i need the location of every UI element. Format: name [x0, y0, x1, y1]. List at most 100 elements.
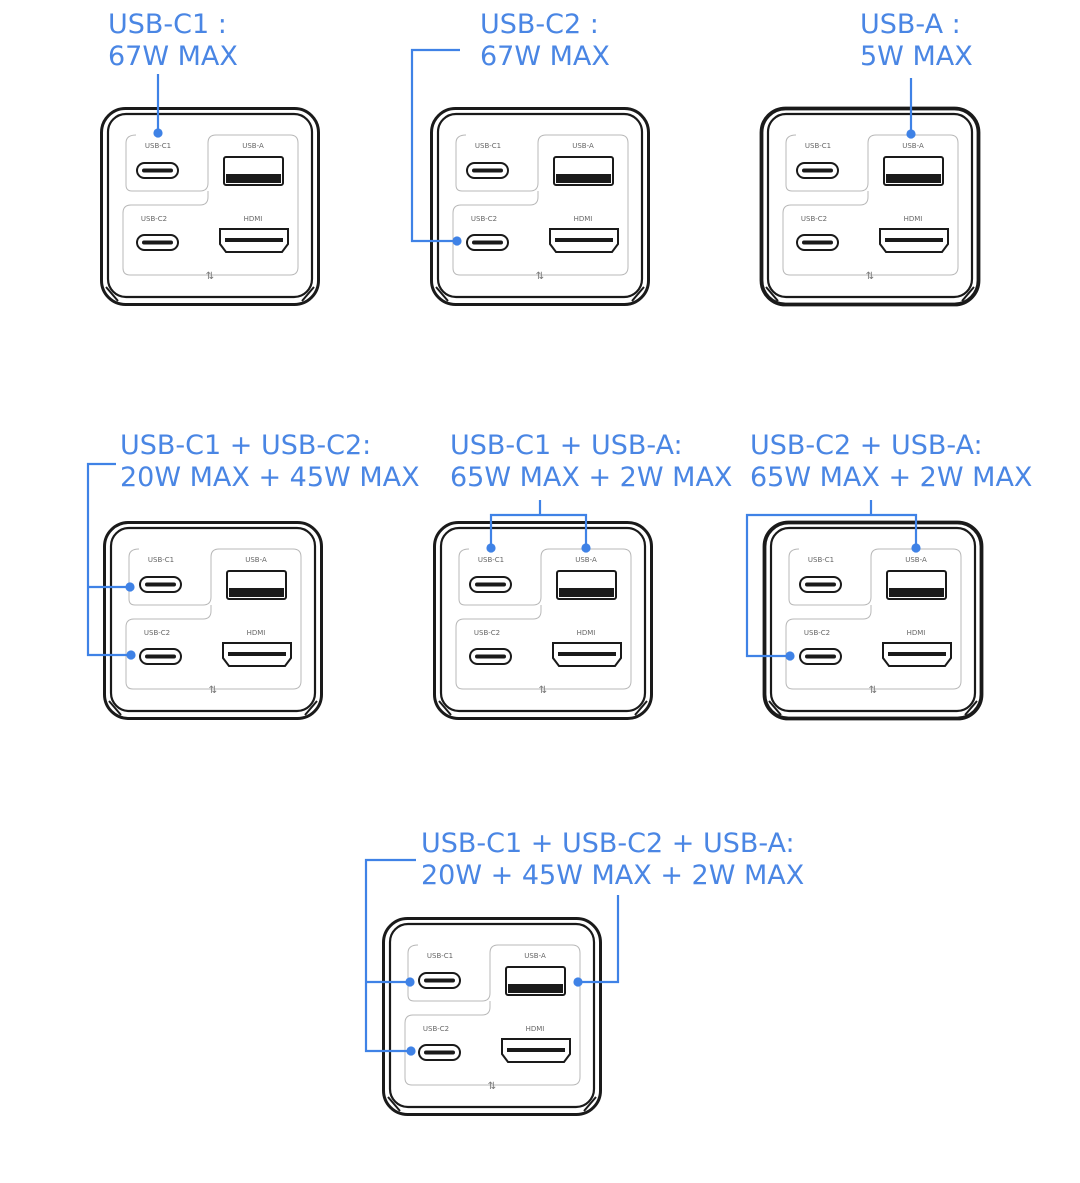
- leader-dot: [406, 1046, 416, 1056]
- hdmi-label: HDMI: [577, 629, 596, 637]
- config-title-line: USB-C2 :: [480, 9, 599, 40]
- config-title-line: USB-A :: [860, 9, 961, 40]
- leader-dot: [906, 129, 916, 139]
- port-panel-outline: [452, 134, 629, 276]
- charger-foot-right: [631, 286, 645, 302]
- usb-c2-label: USB-C2: [144, 629, 170, 637]
- charger-foot-right: [961, 286, 975, 302]
- config-title-line: 5W MAX: [860, 41, 973, 72]
- leader-dot: [785, 651, 795, 661]
- leader-line: [745, 513, 918, 658]
- config-title: USB-C1 + USB-C2:20W MAX + 45W MAX: [120, 430, 420, 493]
- usb-c2-port-tongue: [472, 240, 503, 245]
- leader-dot: [911, 543, 921, 553]
- usb-a-label: USB-A: [572, 142, 594, 150]
- usb-c1-port-tongue: [805, 582, 836, 587]
- charger-foot-right: [304, 700, 318, 716]
- usb-c2-label: USB-C2: [423, 1025, 449, 1033]
- usb-c2-label: USB-C2: [804, 629, 830, 637]
- usb-c2-label: USB-C2: [474, 629, 500, 637]
- config-title: USB-C2 + USB-A:65W MAX + 2W MAX: [750, 430, 1032, 493]
- swap-icon: ⇅: [536, 271, 544, 282]
- leader-line: [86, 462, 131, 657]
- usb-c1-label: USB-C1: [427, 952, 453, 960]
- swap-icon: ⇅: [488, 1081, 496, 1092]
- charger-foot-left: [765, 286, 779, 302]
- usb-c2-port-tongue: [475, 654, 506, 659]
- charger-rim: [439, 526, 647, 713]
- usb-c1-port-tongue: [142, 168, 173, 173]
- usb-c1-port-tongue: [424, 978, 455, 983]
- hdmi-label: HDMI: [907, 629, 926, 637]
- usb-c2-port-tongue: [142, 240, 173, 245]
- config-title-line: USB-C2 + USB-A:: [750, 430, 983, 461]
- port-panel-outline: [122, 134, 299, 276]
- usb-a-port-insert: [559, 588, 614, 597]
- charger-foot-left: [108, 700, 122, 716]
- port-panel-outline: [455, 548, 632, 690]
- usb-c1-port-tongue: [475, 582, 506, 587]
- swap-icon: ⇅: [539, 685, 547, 696]
- config-title-line: 67W MAX: [108, 41, 238, 72]
- hdmi-label: HDMI: [247, 629, 266, 637]
- leader-line: [489, 513, 588, 548]
- leader-dot: [573, 977, 583, 987]
- charger-foot-right: [964, 700, 978, 716]
- charger-rim: [388, 922, 596, 1109]
- hdmi-port-insert: [225, 238, 283, 242]
- charger-rim: [106, 112, 314, 299]
- leader-dot: [405, 977, 415, 987]
- usb-a-label: USB-A: [524, 952, 546, 960]
- config-title: USB-C1 + USB-C2 + USB-A:20W + 45W MAX + …: [421, 828, 804, 891]
- usb-c2-port-tongue: [805, 654, 836, 659]
- usb-a-port-insert: [229, 588, 284, 597]
- leader-dot: [125, 582, 135, 592]
- usb-c1-port-tongue: [802, 168, 833, 173]
- leader-dot: [486, 543, 496, 553]
- leader-dot: [153, 128, 163, 138]
- swap-icon: ⇅: [209, 685, 217, 696]
- port-panel-outline: [785, 548, 962, 690]
- usb-c2-port-tongue: [424, 1050, 455, 1055]
- config-title: USB-A :5W MAX: [860, 9, 973, 72]
- config-title: USB-C2 :67W MAX: [480, 9, 610, 72]
- hdmi-port-insert: [507, 1048, 565, 1052]
- usb-a-port-insert: [508, 984, 563, 993]
- leader-dot: [581, 543, 591, 553]
- usb-c2-label: USB-C2: [141, 215, 167, 223]
- swap-icon: ⇅: [869, 685, 877, 696]
- usb-c1-label: USB-C1: [808, 556, 834, 564]
- usb-c1-label: USB-C1: [148, 556, 174, 564]
- usb-a-label: USB-A: [905, 556, 927, 564]
- config-title: USB-C1 :67W MAX: [108, 9, 238, 72]
- charger-foot-left: [387, 1096, 401, 1112]
- hdmi-port-insert: [888, 652, 946, 656]
- charger-rim: [109, 526, 317, 713]
- charger-foot-right: [583, 1096, 597, 1112]
- usb-c1-port-tongue: [145, 582, 176, 587]
- usb-c1-port-tongue: [472, 168, 503, 173]
- usb-a-label: USB-A: [575, 556, 597, 564]
- config-title-line: USB-C1 :: [108, 9, 227, 40]
- leader-line: [578, 895, 620, 984]
- charger-foot-left: [768, 700, 782, 716]
- charger-rim: [766, 112, 974, 299]
- hdmi-label: HDMI: [574, 215, 593, 223]
- usb-a-label: USB-A: [902, 142, 924, 150]
- config-title-line: 20W MAX + 45W MAX: [120, 462, 420, 493]
- usb-c1-label: USB-C1: [145, 142, 171, 150]
- charger-foot-left: [105, 286, 119, 302]
- charger-foot-left: [435, 286, 449, 302]
- swap-icon: ⇅: [866, 271, 874, 282]
- hdmi-port-insert: [228, 652, 286, 656]
- leader-line: [410, 48, 460, 243]
- charger-foot-right: [301, 286, 315, 302]
- usb-c2-port-tongue: [145, 654, 176, 659]
- config-title-line: USB-C1 + USB-A:: [450, 430, 683, 461]
- leader-line: [364, 858, 416, 1053]
